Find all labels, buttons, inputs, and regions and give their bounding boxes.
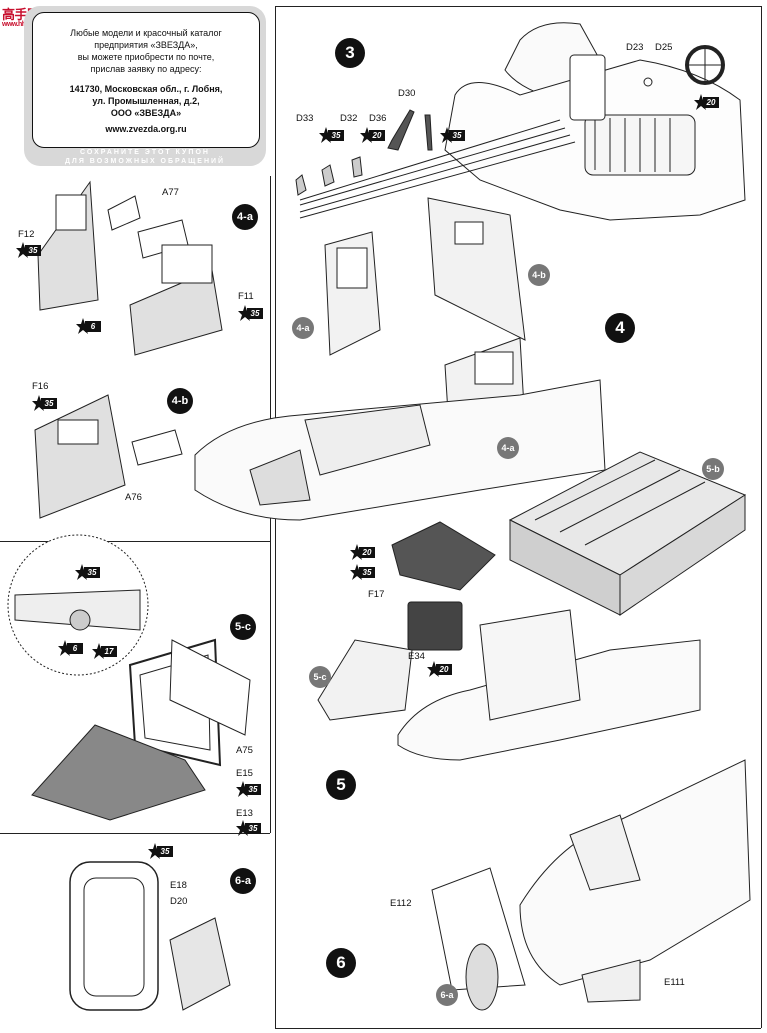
divider-right-edge	[761, 6, 762, 1028]
roof-f17	[391, 521, 496, 591]
ref-4a-right: 4-a	[497, 437, 519, 459]
panel-5c	[317, 639, 413, 721]
seat-e34	[407, 601, 463, 651]
paint-badge: 35	[238, 305, 263, 323]
paint-badge: 35	[16, 242, 41, 260]
label-f11: F11	[238, 291, 254, 302]
step-6a-badge: 6-a	[230, 868, 256, 894]
coupon-line: предприятия «ЗВЕЗДА»,	[94, 40, 198, 50]
paint-badge: 35	[236, 820, 261, 838]
lever-d36	[387, 109, 415, 151]
paint-badge: 35	[75, 564, 100, 582]
glass-a77	[107, 195, 141, 231]
label-d36: D36	[369, 113, 387, 124]
paint-badge: 17	[92, 643, 117, 661]
paint-badge: 35	[440, 127, 465, 145]
step-5c-badge: 5-c	[230, 614, 256, 640]
paint-badge: 35	[236, 781, 261, 799]
step-4-badge: 4	[605, 313, 635, 343]
divider-left-lower	[270, 541, 271, 833]
divider-left-mid	[0, 541, 270, 542]
label-e18: E18	[170, 880, 187, 891]
label-e111: E111	[664, 977, 685, 988]
glass-a76	[131, 429, 183, 466]
label-d30: D30	[398, 88, 416, 99]
label-d33: D33	[296, 113, 314, 124]
lever-d32	[351, 156, 363, 178]
label-a76: A76	[125, 492, 142, 503]
step-6-badge: 6	[326, 948, 356, 978]
ref-4a-left: 4-a	[292, 317, 314, 339]
divider-left-upper	[270, 176, 271, 541]
paint-badge: 35	[350, 564, 375, 582]
paint-badge: 35	[148, 843, 173, 861]
coupon-address: ООО «ЗВЕЗДА»	[110, 108, 182, 118]
coupon-line: Любые модели и красочный каталог	[70, 28, 222, 38]
label-d32: D32	[340, 113, 358, 124]
lever-d33	[295, 174, 307, 196]
label-d20: D20	[170, 896, 188, 907]
paint-badge: 20	[694, 94, 719, 112]
coupon-text: Любые модели и красочный каталог предпри…	[32, 12, 260, 148]
coupon-line: прислав заявку по адресу:	[90, 64, 202, 74]
coupon-footer-2: ДЛЯ ВОЗМОЖНЫХ ОБРАЩЕНИЙ	[64, 158, 226, 165]
coupon-line: вы можете приобрести по почте,	[77, 52, 215, 62]
step-4a-badge: 4-a	[232, 204, 258, 230]
paint-badge: 6	[58, 640, 83, 658]
label-a75: A75	[236, 745, 253, 756]
glass-a75	[169, 639, 251, 736]
divider-top	[275, 6, 761, 7]
label-e112: E112	[390, 898, 412, 909]
step-5-badge: 5	[326, 770, 356, 800]
lever-d30	[424, 114, 433, 151]
ref-5c: 5-c	[309, 666, 331, 688]
label-d25: D25	[655, 42, 673, 53]
coupon-website: www.zvezda.org.ru	[105, 124, 187, 134]
paint-badge: 20	[360, 127, 385, 145]
step-3-badge: 3	[335, 38, 365, 68]
ref-4b: 4-b	[528, 264, 550, 286]
lever-d33b	[321, 164, 335, 187]
paint-badge: 35	[319, 127, 344, 145]
bumper-e111	[581, 959, 641, 1003]
paint-badge: 35	[32, 395, 57, 413]
paint-badge: 20	[350, 544, 375, 562]
coupon-footer-1: СОХРАНИТЕ ЭТОТ КУПОН	[80, 149, 210, 156]
panel-e13	[31, 724, 206, 821]
panel-e112	[431, 867, 526, 991]
grille-e111	[465, 943, 499, 1011]
paint-badge: 6	[76, 318, 101, 336]
label-f17: F17	[368, 589, 385, 600]
paint-badge: 20	[427, 661, 452, 679]
ref-5b: 5-b	[702, 458, 724, 480]
coupon-box: Любые модели и красочный каталог предпри…	[24, 6, 266, 166]
step3-dash	[569, 54, 606, 121]
step-4b-badge: 4-b	[167, 388, 193, 414]
label-f12: F12	[18, 229, 35, 240]
back-panel-4b	[427, 197, 526, 341]
divider-left-low	[0, 833, 270, 834]
panel-f16	[34, 394, 126, 519]
label-e15: E15	[236, 768, 253, 779]
label-e13: E13	[236, 808, 253, 819]
coupon-address: ул. Промышленная, д.2,	[92, 96, 200, 106]
grille-d20	[169, 917, 231, 1011]
ref-6a: 6-a	[436, 984, 458, 1006]
label-a77: A77	[162, 187, 179, 198]
label-f16: F16	[32, 381, 49, 392]
coupon-address: 141730, Московская обл., г. Лобня,	[69, 84, 223, 94]
divider-bottom	[275, 1028, 761, 1029]
label-e34: E34	[408, 651, 425, 662]
label-d23: D23	[626, 42, 644, 53]
